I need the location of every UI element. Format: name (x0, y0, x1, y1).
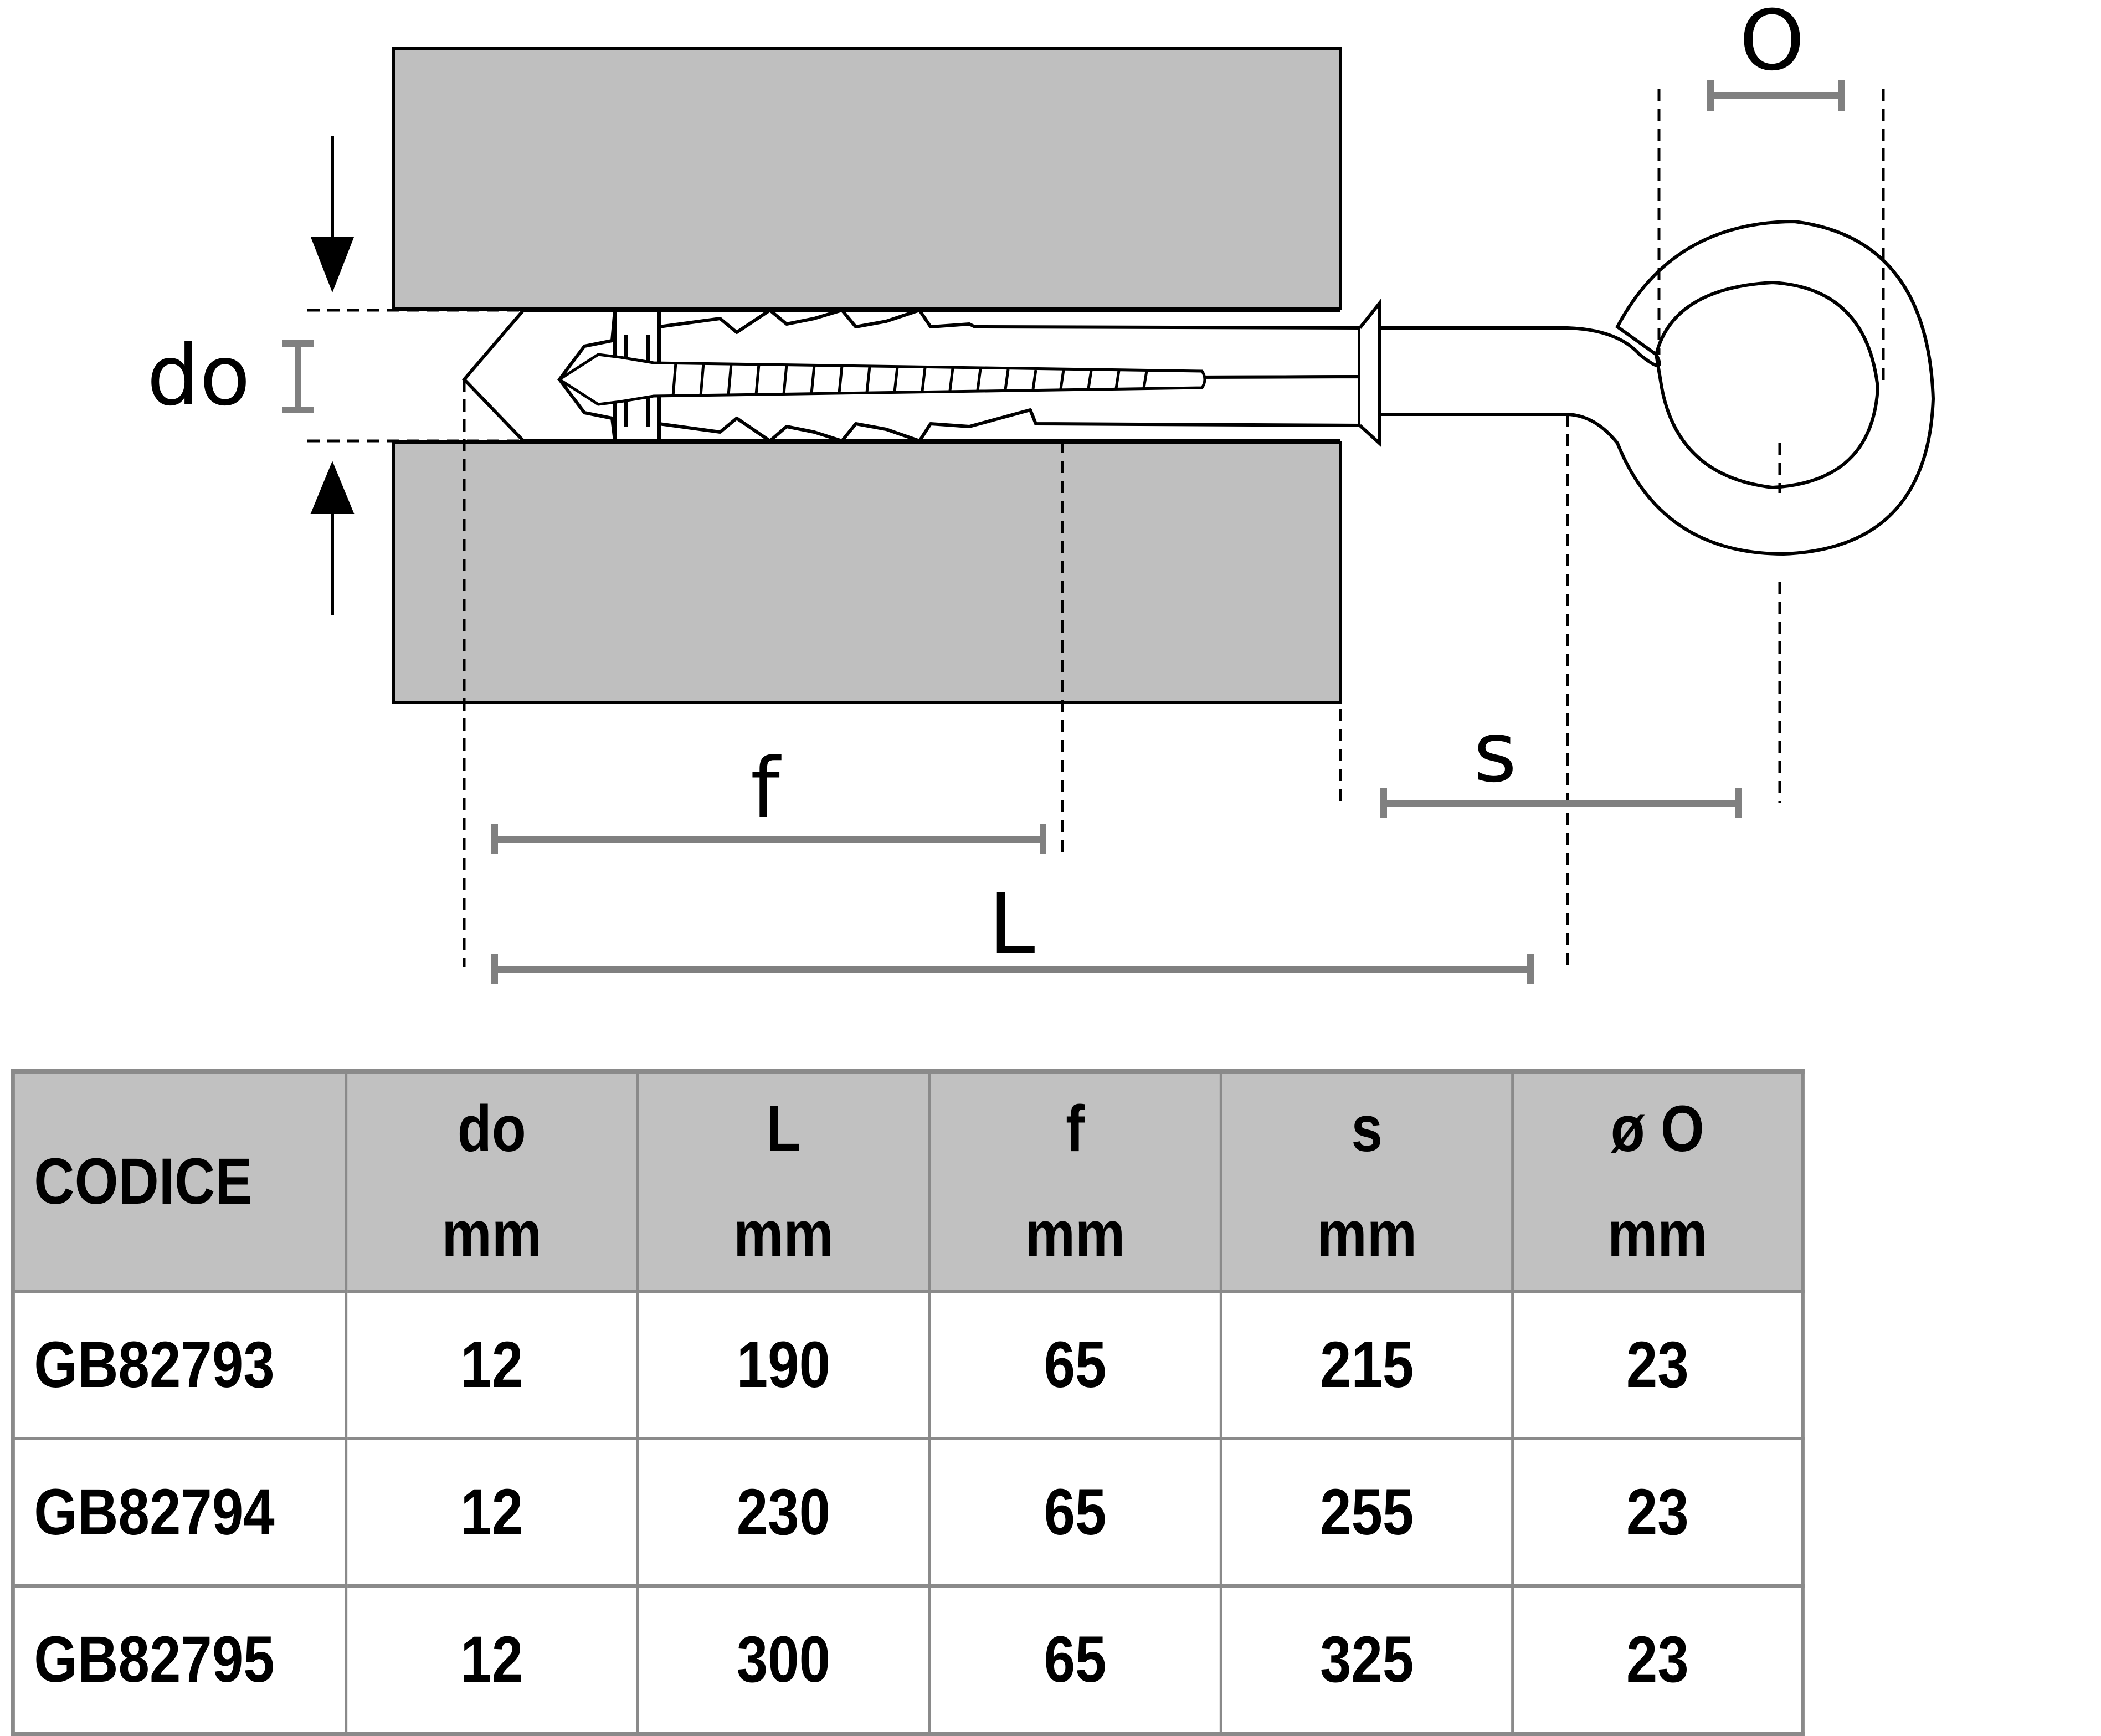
label-s: s (1473, 705, 1517, 801)
cell-s: 215 (1219, 1290, 1514, 1440)
cell-L: 300 (636, 1584, 931, 1735)
wall-upper (392, 47, 1342, 311)
eye-hook (1358, 219, 1935, 556)
cell-f: 65 (928, 1437, 1222, 1588)
cell-code: GB82793 (11, 1290, 347, 1440)
header-codice: CODICE (11, 1070, 347, 1293)
table-row: GB82793 12 190 65 215 23 (11, 1290, 1805, 1440)
cell-L: 190 (636, 1290, 931, 1440)
cell-do: 12 (344, 1584, 639, 1735)
cell-O: 23 (1511, 1584, 1805, 1735)
screw-shaft (557, 353, 1206, 406)
do-arrows (310, 136, 355, 615)
dimension-lines (282, 80, 1845, 984)
cell-f: 65 (928, 1584, 1222, 1735)
cell-code: GB82794 (11, 1437, 347, 1588)
guide-lines (307, 89, 1885, 967)
cell-do: 12 (344, 1290, 639, 1440)
anchor-diagram: do f L s O (147, 0, 1935, 984)
cell-L: 230 (636, 1437, 931, 1588)
label-f: f (751, 741, 782, 837)
table-row: GB82794 12 230 65 255 23 (11, 1437, 1805, 1588)
cell-f: 65 (928, 1290, 1222, 1440)
cell-do: 12 (344, 1437, 639, 1588)
wall-lower (392, 440, 1342, 704)
cell-O: 23 (1511, 1437, 1805, 1588)
cell-O: 23 (1511, 1290, 1805, 1440)
table-row: GB82795 12 300 65 325 23 (11, 1584, 1805, 1735)
label-L: L (989, 876, 1035, 973)
cell-s: 255 (1219, 1437, 1514, 1588)
label-do: do (147, 328, 250, 424)
label-O: O (1739, 0, 1805, 89)
cell-code: GB82795 (11, 1584, 347, 1735)
cell-s: 325 (1219, 1584, 1514, 1735)
